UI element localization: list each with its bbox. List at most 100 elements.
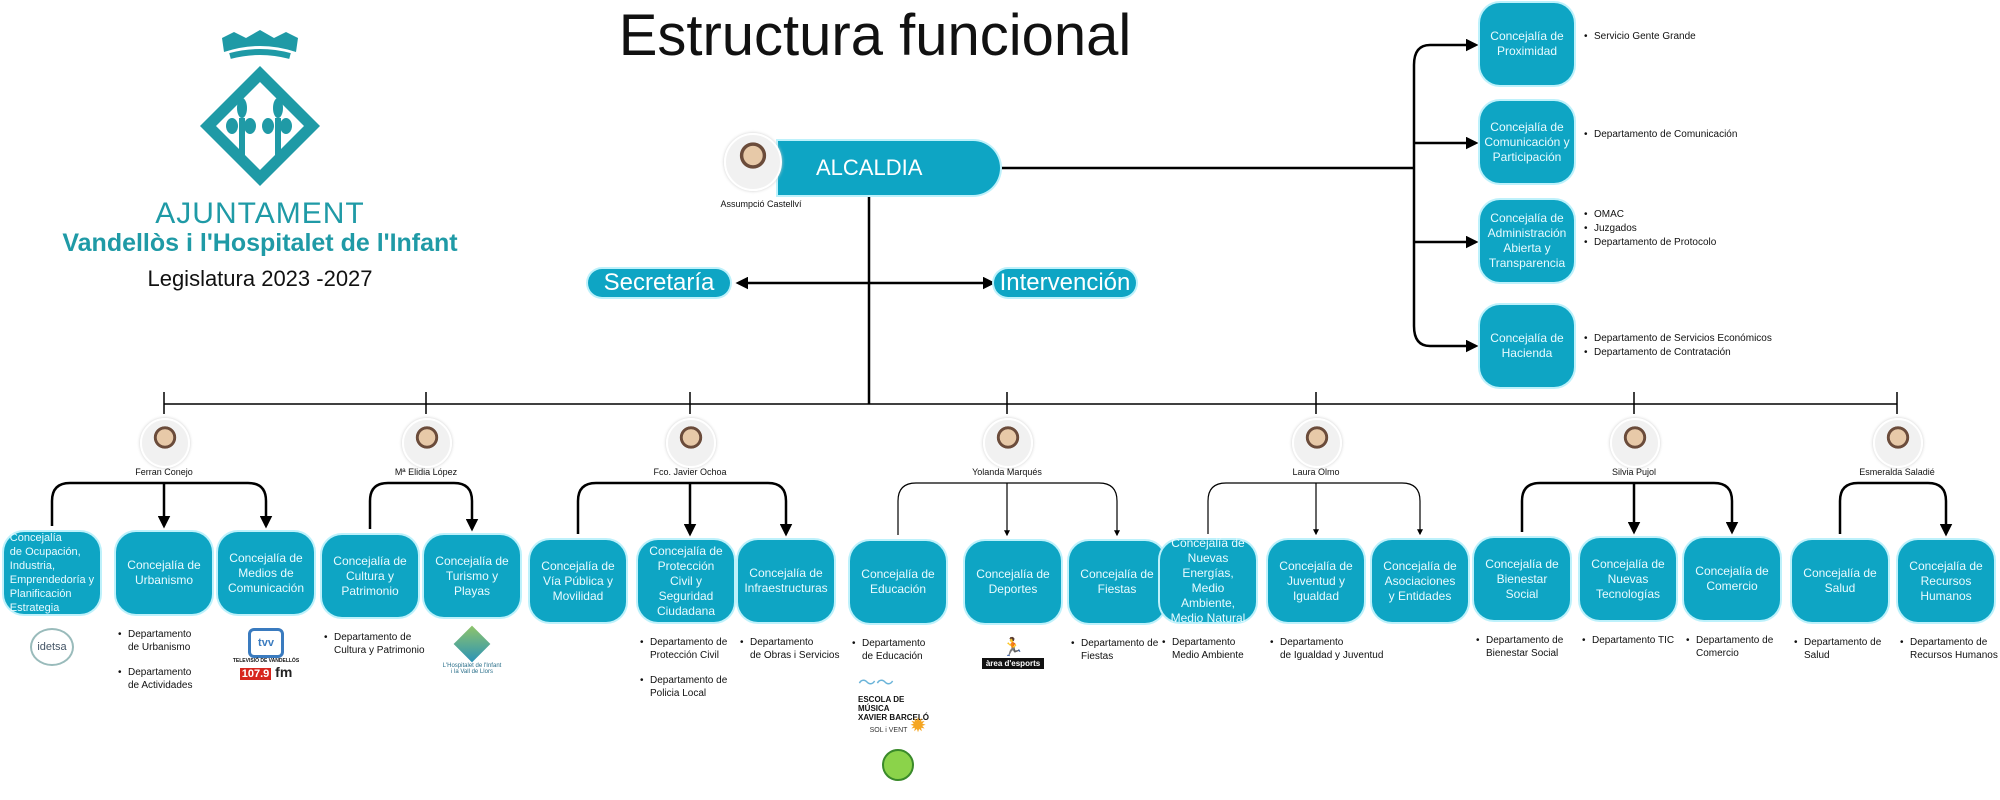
concejalia-label: Concejalía de Administración Abierta y T… xyxy=(1487,211,1567,270)
alcaldia-label: ALCALDIA xyxy=(816,155,923,180)
department-list: Departamento de Recursos Humanos xyxy=(1898,636,2000,663)
councillor-avatar xyxy=(402,418,452,468)
department-list: Departamento de Educación xyxy=(850,637,976,664)
concejalia-box[interactable]: Concejalía de Comunicación y Participaci… xyxy=(1480,101,1574,183)
councillor-name: Ferran Conejo xyxy=(135,467,193,477)
concejalia-label: Concejalía de Comunicación y Participaci… xyxy=(1484,119,1570,164)
concejalia-box[interactable]: Concejalía de Proximidad xyxy=(1480,3,1574,85)
department-list: Departamento de UrbanismoDepartamento de… xyxy=(116,628,242,704)
concejalia-box[interactable]: Concejalía de Medios de Comunicación xyxy=(218,532,314,614)
concejalia-box[interactable]: Concejalía de Protección Civil y Segurid… xyxy=(638,540,734,622)
councillor-avatar xyxy=(1292,418,1342,468)
department-item: Departamento de Comercio xyxy=(1684,634,1810,660)
department-list: Departamento de Comunicación xyxy=(1582,128,1737,142)
avatar-mayor xyxy=(724,133,782,191)
coat-of-arms-icon xyxy=(200,30,320,186)
concejalia-label: Concejalía de Comercio xyxy=(1695,564,1769,593)
concejalia-label: Concejalía de Nuevas Tecnologías xyxy=(1591,556,1665,601)
org-name-line1: AJUNTAMENT xyxy=(155,197,365,230)
concejalia-box[interactable]: Concejalía de Nuevas Energías, Medio Amb… xyxy=(1160,536,1256,625)
arch-connector xyxy=(897,482,1120,537)
councillor-name: Yolanda Marqués xyxy=(972,467,1042,477)
arch-connector xyxy=(576,481,793,537)
concejalia-box[interactable]: Concejalía de Bienestar Social xyxy=(1474,538,1570,620)
mayor-name: Assumpció Castellví xyxy=(720,199,802,209)
concejalia-label: Concejalía de Ocupación, Industria, Empr… xyxy=(9,532,95,614)
department-item: Departamento de Protocolo xyxy=(1582,236,1716,249)
page-title: Estructura funcional xyxy=(618,3,1132,68)
partner-logo-patufets xyxy=(858,749,938,781)
concejalia-label: Concejalía de Hacienda xyxy=(1490,331,1564,360)
concejalia-label: Concejalía de Educación xyxy=(861,567,935,596)
concejalia-box[interactable]: Concejalía de Fiestas xyxy=(1069,541,1165,623)
concejalia-box[interactable]: Concejalía de Vía Pública y Movilidad xyxy=(530,540,626,622)
department-item: Departamento de Educación xyxy=(850,637,976,663)
concejalia-label: Concejalía de Nuevas Energías, Medio Amb… xyxy=(1170,536,1246,625)
arch-connector xyxy=(1207,482,1423,536)
department-item: Departamento de Urbanismo xyxy=(116,628,242,654)
concejalia-label: Concejalía de Urbanismo xyxy=(127,558,201,587)
department-item: Departamento Medio Ambiente xyxy=(1160,636,1286,662)
org-name-line2: Vandellòs i l'Hospitalet de l'Infant xyxy=(62,229,458,257)
department-item: Departamento de Obras i Servicios xyxy=(738,636,864,662)
concejalia-box[interactable]: Concejalía de Nuevas Tecnologías xyxy=(1580,538,1676,620)
concejalia-box[interactable]: Concejalía de Juventud y Igualdad xyxy=(1268,540,1364,622)
secretaria-label: Secretaría xyxy=(603,269,715,296)
councillor-avatar xyxy=(1873,418,1923,468)
concejalia-box[interactable]: Concejalía de Ocupación, Industria, Empr… xyxy=(4,532,100,614)
councillor-avatar xyxy=(983,418,1033,468)
concejalia-box[interactable]: Concejalía de Recursos Humanos xyxy=(1898,540,1994,622)
concejalia-label: Concejalía de Salud xyxy=(1803,566,1877,595)
right-branch-spine xyxy=(1412,43,1431,348)
concejalia-label: Concejalía de Protección Civil y Segurid… xyxy=(649,543,723,618)
department-list: OMACJuzgadosDepartamento de Protocolo xyxy=(1582,208,1716,250)
legislature-label: Legislatura 2023 -2027 xyxy=(147,266,373,291)
department-item: Departamento de Cultura y Patrimonio xyxy=(322,631,448,657)
concejalia-box[interactable]: Concejalía de Urbanismo xyxy=(116,532,212,614)
alcaldia-box[interactable]: ALCALDIA xyxy=(778,141,1000,195)
secretaria-box[interactable]: Secretaría xyxy=(588,269,730,297)
concejalia-box[interactable]: Concejalía de Comercio xyxy=(1684,538,1780,620)
concejalia-box[interactable]: Concejalía de Turismo y Playas xyxy=(424,535,520,617)
concejalia-label: Concejalía de Recursos Humanos xyxy=(1909,558,1983,603)
partner-logo--rea-d-esports: 🏃àrea d'esports xyxy=(973,637,1053,669)
department-list: Departamento de Servicios EconómicosDepa… xyxy=(1582,332,1772,360)
partner-logo-idetsa: idetsa xyxy=(12,628,92,666)
department-item: Departamento TIC xyxy=(1580,634,1706,647)
concejalia-box[interactable]: Concejalía de Hacienda xyxy=(1480,305,1574,387)
department-list: Departamento de Cultura y Patrimonio xyxy=(322,631,448,658)
concejalia-box[interactable]: Concejalía de Salud xyxy=(1792,540,1888,622)
concejalia-label: Concejalía de Asociaciones y Entidades xyxy=(1383,558,1457,603)
department-item: Departamento de Actividades xyxy=(116,666,242,692)
intervencion-box[interactable]: Intervención xyxy=(994,269,1136,297)
concejalia-box[interactable]: Concejalía de Educación xyxy=(850,541,946,623)
department-item: Departamento de Fiestas xyxy=(1069,637,1195,663)
concejalia-label: Concejalía de Deportes xyxy=(976,567,1050,596)
concejalia-label: Concejalía de Bienestar Social xyxy=(1485,556,1559,601)
department-item: Departamento de Salud xyxy=(1792,636,1918,662)
concejalia-label: Concejalía de Cultura y Patrimonio xyxy=(333,553,407,598)
concejalia-label: Concejalía de Proximidad xyxy=(1490,29,1564,58)
concejalia-box[interactable]: Concejalía de Deportes xyxy=(965,541,1061,623)
department-list: Departamento de Salud xyxy=(1792,636,1918,663)
department-item: Departamento de Recursos Humanos xyxy=(1898,636,2000,662)
arch-connector xyxy=(368,481,479,532)
concejalia-label: Concejalía de Fiestas xyxy=(1080,567,1154,596)
department-list: Departamento de Igualdad y Juventud xyxy=(1268,636,1394,663)
councillor-avatar xyxy=(666,418,716,468)
arch-connector xyxy=(50,481,273,529)
concejalia-box[interactable]: Concejalía de Infraestructuras xyxy=(738,540,834,622)
department-list: Servicio Gente Grande xyxy=(1582,30,1696,44)
concejalia-box[interactable]: Concejalía de Administración Abierta y T… xyxy=(1480,200,1574,282)
department-item: Departamento de Igualdad y Juventud xyxy=(1268,636,1394,662)
councillor-avatar xyxy=(1610,418,1660,468)
councillor-name: Silvia Pujol xyxy=(1611,467,1657,477)
department-item: Departamento de Bienestar Social xyxy=(1474,634,1600,660)
intervencion-label: Intervención xyxy=(999,269,1131,296)
arch-connector xyxy=(1520,481,1739,535)
concejalia-box[interactable]: Concejalía de Asociaciones y Entidades xyxy=(1372,540,1468,622)
concejalia-box[interactable]: Concejalía de Cultura y Patrimonio xyxy=(322,535,418,617)
department-item: Servicio Gente Grande xyxy=(1582,30,1696,43)
